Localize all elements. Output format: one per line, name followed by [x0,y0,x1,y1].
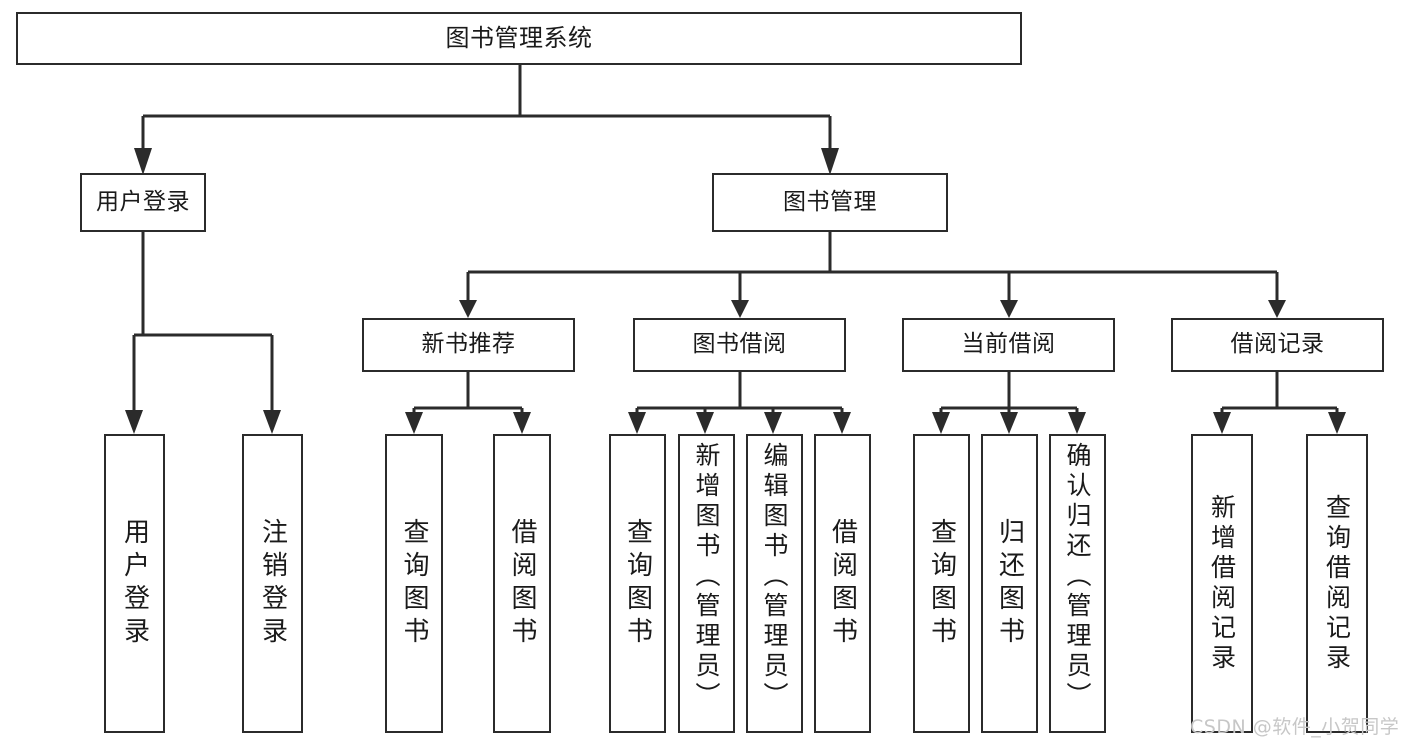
leaf-borrow-book[interactable]: 借阅图书 [814,434,871,733]
node-label: 编辑图书（管理员） [760,442,789,712]
node-label: 查询图书 [622,517,653,650]
leaf-add-book-admin[interactable]: 新增图书（管理员） [678,434,735,733]
node-new-book-recommend[interactable]: 新书推荐 [362,318,575,372]
leaf-query-book-borrow[interactable]: 查询图书 [609,434,666,733]
node-label: 借阅图书 [827,517,858,650]
node-label: 确认归还（管理员） [1063,442,1092,712]
node-label: 新增借阅记录 [1207,493,1237,674]
watermark: CSDN @软件_小贺同学 [1190,716,1400,738]
node-root-library-system[interactable]: 图书管理系统 [16,12,1022,65]
node-label: 查询图书 [926,517,957,650]
leaf-query-borrow-record[interactable]: 查询借阅记录 [1306,434,1368,733]
node-label: 查询借阅记录 [1322,493,1352,674]
node-borrow-record[interactable]: 借阅记录 [1171,318,1384,372]
node-label: 新书推荐 [421,331,516,358]
leaf-confirm-return-admin[interactable]: 确认归还（管理员） [1049,434,1106,733]
leaf-borrow-book-recommend[interactable]: 借阅图书 [493,434,551,733]
node-label: 用户登录 [119,517,150,650]
node-label: 图书管理 [783,188,877,215]
node-book-management[interactable]: 图书管理 [712,173,948,232]
node-book-borrow[interactable]: 图书借阅 [633,318,846,372]
node-label: 借阅记录 [1230,331,1325,358]
arrowheads [125,148,1346,434]
node-label: 当前借阅 [961,331,1056,358]
leaf-query-book-current[interactable]: 查询图书 [913,434,970,733]
leaf-user-login[interactable]: 用户登录 [104,434,165,733]
node-user-login[interactable]: 用户登录 [80,173,206,232]
node-label: 新增图书（管理员） [692,442,721,712]
node-label: 归还图书 [994,517,1025,650]
node-label: 查询图书 [399,517,429,650]
leaf-add-borrow-record[interactable]: 新增借阅记录 [1191,434,1253,733]
leaf-return-book[interactable]: 归还图书 [981,434,1038,733]
leaf-edit-book-admin[interactable]: 编辑图书（管理员） [746,434,803,733]
node-label: 注销登录 [257,517,288,650]
node-label: 图书管理系统 [445,24,593,53]
node-current-borrow[interactable]: 当前借阅 [902,318,1115,372]
node-label: 借阅图书 [507,517,537,650]
node-label: 用户登录 [96,188,190,215]
leaf-logout[interactable]: 注销登录 [242,434,303,733]
node-label: 图书借阅 [692,331,787,358]
leaf-query-book-recommend[interactable]: 查询图书 [385,434,443,733]
